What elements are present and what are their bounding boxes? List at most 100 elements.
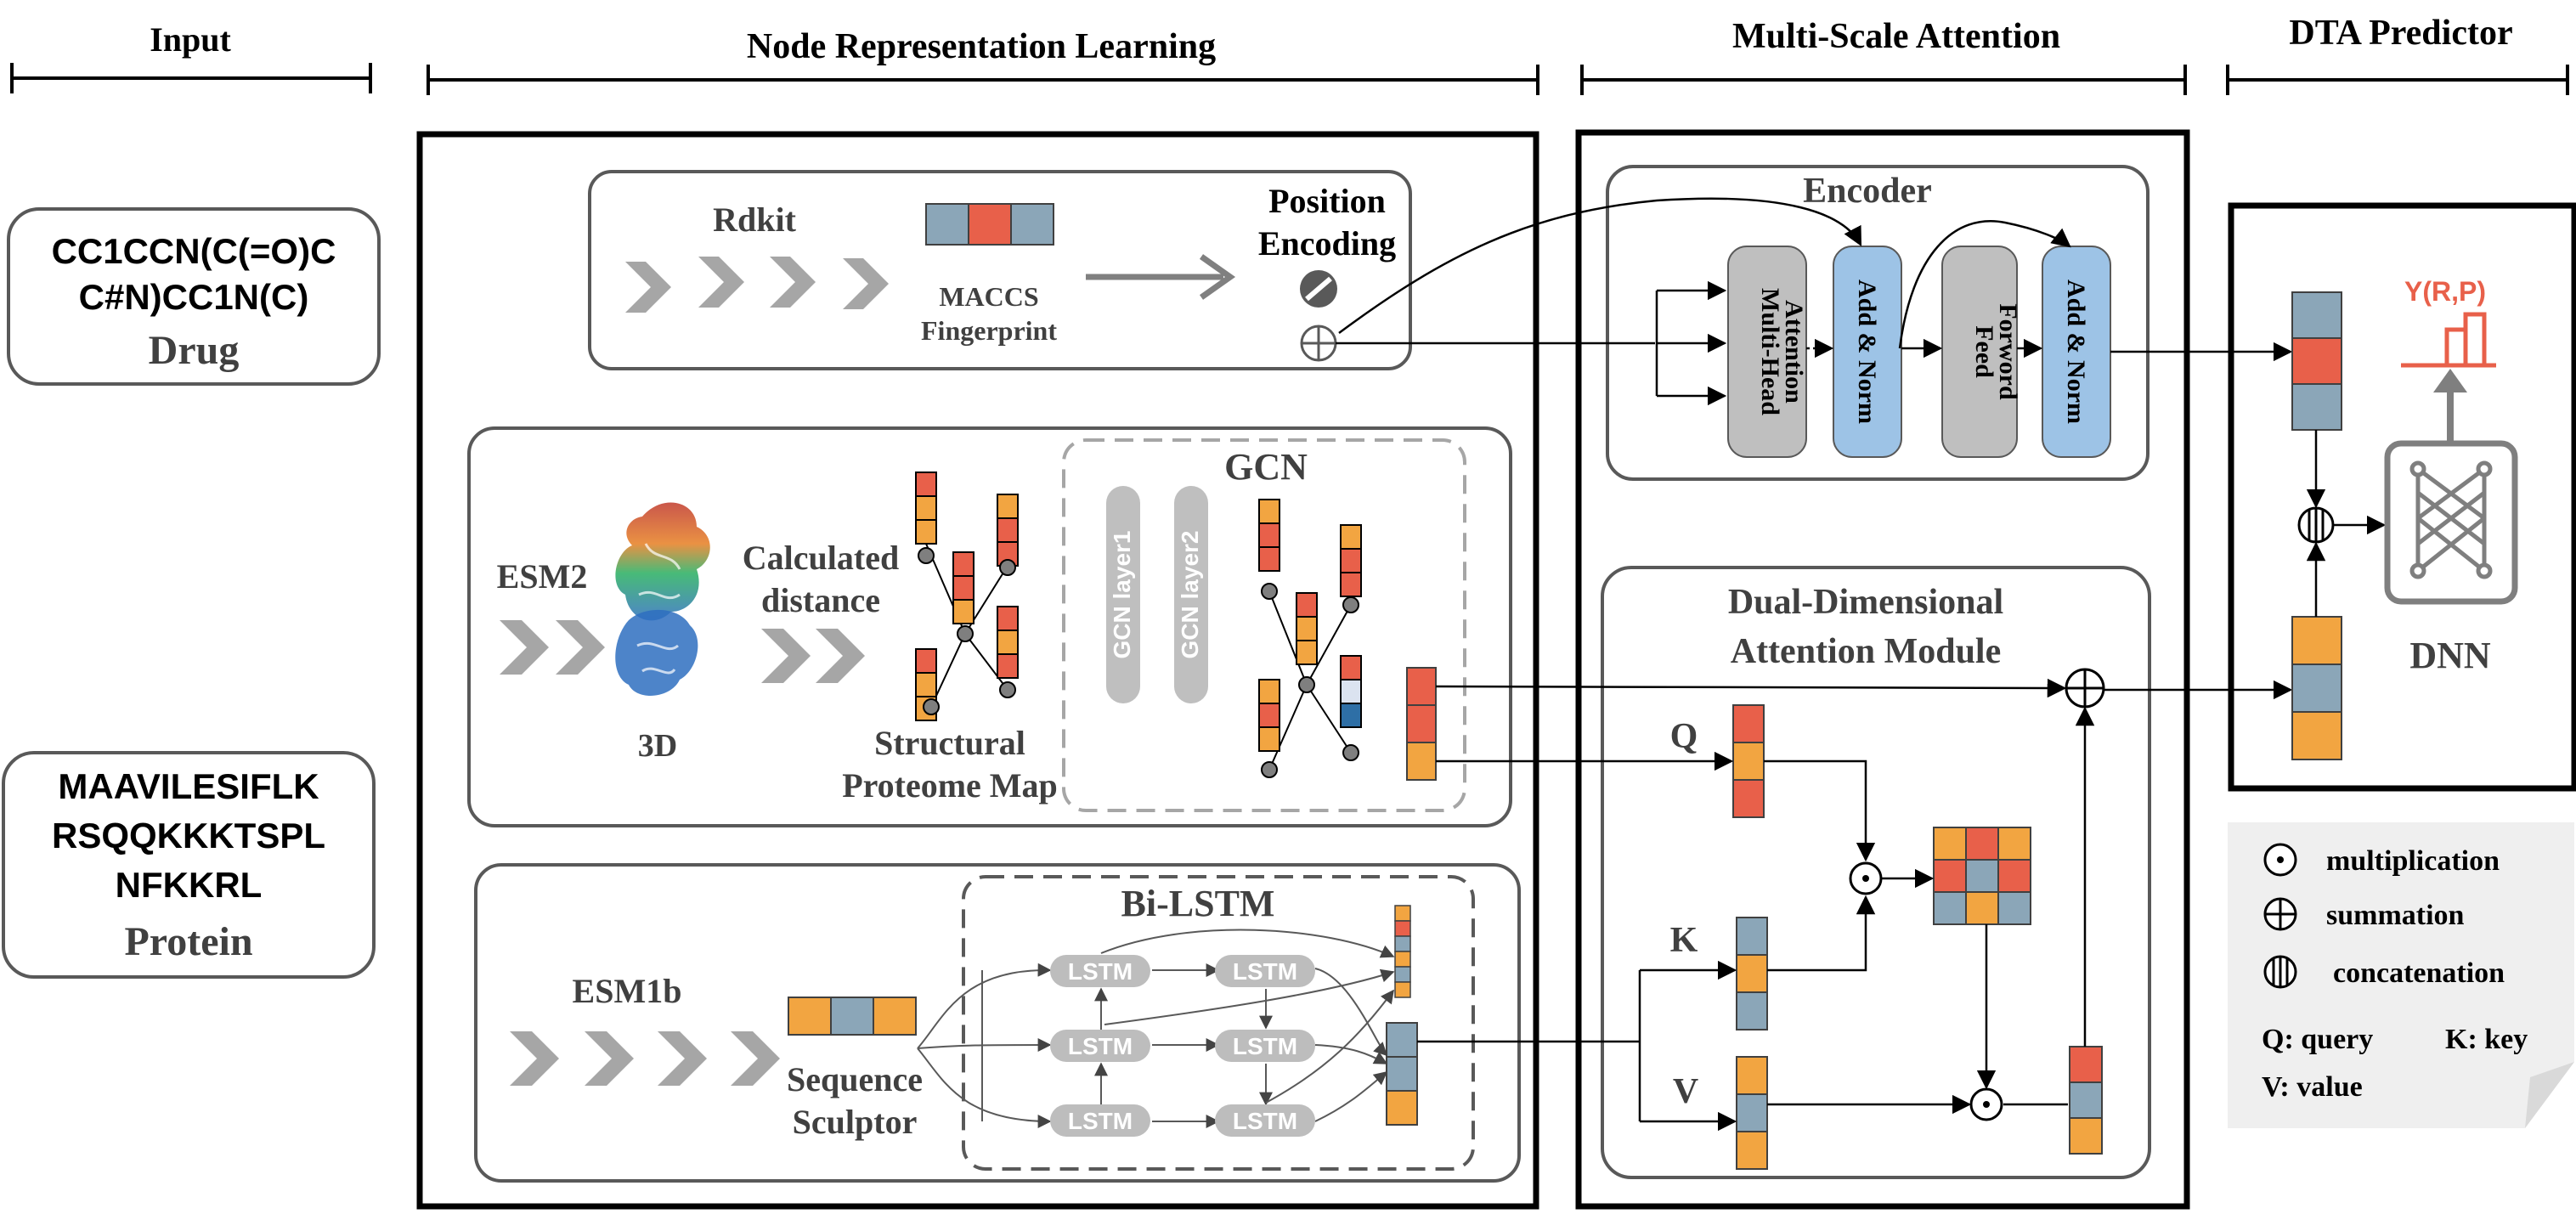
esm1b-chevrons — [510, 1031, 780, 1086]
drug-chevrons — [625, 257, 889, 313]
av-multiplication-icon — [1969, 1087, 2003, 1121]
protein-3d-structure-image — [615, 502, 710, 696]
gcn-layer2-label: GCN layer2 — [1177, 531, 1203, 659]
drug-smiles-line1: CC1CCN(C(=O)C — [52, 231, 336, 271]
gcn-layer1-block: GCN layer1 — [1106, 486, 1140, 703]
key-label: K — [1670, 921, 1698, 960]
gcn-output-vector — [1406, 667, 1437, 781]
structural-proteome-map-line2: Proteome Map — [842, 766, 1058, 805]
lstm-label: LSTM — [1233, 1108, 1297, 1134]
lstm-label: LSTM — [1068, 1033, 1133, 1059]
section-input-title: Input — [150, 20, 231, 59]
esm1b-embedding-vector — [788, 997, 917, 1036]
legend-multiplication: multiplication — [2326, 845, 2500, 877]
lstm-cell-b2: LSTM — [1215, 1030, 1315, 1062]
position-encoding-line2: Encoding — [1258, 224, 1396, 263]
qk-multiplication-icon — [1849, 861, 1883, 895]
protein-seq-line2: RSQQKKKTSPL — [52, 816, 325, 855]
position-encoding-line1: Position — [1268, 182, 1386, 220]
esm2-branch-box: ESM2 3D Calculated distance Structural P… — [467, 426, 1512, 827]
lstm-cell-b1: LSTM — [1215, 955, 1315, 987]
maccs-arrow — [1086, 254, 1236, 300]
feed-forward-line1: Feed — [1970, 325, 1998, 378]
section-dta-title: DTA Predictor — [2289, 14, 2512, 53]
dta-connections — [2306, 430, 2387, 617]
dda-title-line2: Attention Module — [1731, 632, 2002, 671]
output-bar-icon — [2401, 312, 2496, 368]
esm1b-branch-box: ESM1b Sequence Sculptor Bi-LSTM — [474, 863, 1521, 1183]
feed-forward-line2: Forword — [1994, 303, 2022, 400]
lstm-label: LSTM — [1068, 958, 1133, 985]
calculated-distance-line1: Calculated — [743, 539, 899, 577]
esm2-label: ESM2 — [497, 557, 588, 596]
esm2-chevrons — [500, 620, 605, 675]
gcn-layer1-label: GCN layer1 — [1109, 531, 1135, 659]
legend-concatenation-icon — [2263, 955, 2297, 989]
legend-box: multiplication summation concatenation Q… — [2228, 822, 2574, 1128]
attention-output-vector — [2069, 1046, 2103, 1155]
input-range-bar — [10, 63, 372, 93]
protein-input-box: MAAVILESIFLK RSQQKKKTSPL NFKKRL Protein — [2, 751, 376, 979]
msa-panel — [1575, 129, 2190, 1210]
encoder-connections — [1655, 220, 2071, 406]
bilstm-hidden-vector — [1394, 905, 1411, 998]
drug-to-encoder-links — [1336, 197, 2293, 362]
sequence-sculptor-line2: Sculptor — [793, 1103, 918, 1141]
feed-forward-block: Feed Forword — [1941, 246, 2022, 458]
dnn-label: DNN — [2409, 635, 2491, 676]
mha-label-line1: Multi-Head — [1756, 288, 1784, 415]
protein-feature-vector — [2291, 616, 2342, 760]
lstm-cell-b3: LSTM — [1215, 1104, 1315, 1137]
drug-label: Drug — [149, 328, 240, 373]
protein-label: Protein — [124, 919, 252, 964]
gcn-output-graph — [1258, 499, 1362, 778]
esm1b-label: ESM1b — [573, 972, 682, 1010]
lstm-label: LSTM — [1233, 1033, 1297, 1059]
mha-block: Multi-Head Attention — [1727, 246, 1808, 458]
dnn-output-arrow — [2433, 369, 2467, 442]
dda-summation-icon — [2065, 668, 2105, 709]
query-vector — [1732, 704, 1765, 818]
sequence-sculptor-line1: Sequence — [787, 1060, 923, 1098]
dnn-block — [2384, 440, 2518, 605]
drug-summation-icon — [1300, 325, 1337, 362]
msa-range-bar — [1580, 65, 2187, 95]
encoder-box: Encoder Multi-Head Attention Add & Norm … — [1606, 165, 2149, 481]
structure-3d-label: 3D — [638, 728, 677, 764]
legend-multiplication-icon — [2263, 843, 2297, 877]
gcn-title: GCN — [1224, 446, 1308, 488]
dda-connections — [1638, 706, 2095, 1132]
mha-label-line2: Attention — [1780, 300, 1808, 404]
dda-title-line1: Dual-Dimensional — [1728, 583, 2003, 622]
key-vector — [1736, 917, 1768, 1030]
add-norm-label: Add & Norm — [1853, 280, 1881, 424]
attention-matrix — [1933, 827, 2031, 925]
section-node-rep-title: Node Representation Learning — [747, 27, 1216, 66]
legend-key: K: key — [2445, 1024, 2528, 1055]
lstm-cell-f3: LSTM — [1050, 1104, 1150, 1137]
bilstm-output-vector — [1386, 1022, 1418, 1126]
node-rep-range-bar — [427, 65, 1539, 95]
maccs-fingerprint-vector — [925, 203, 1054, 246]
add-norm-block-1: Add & Norm — [1833, 246, 1902, 458]
dnn-network-icon — [2409, 460, 2493, 579]
lstm-label: LSTM — [1233, 958, 1297, 985]
rdkit-label: Rdkit — [713, 200, 796, 239]
dda-module-box: Dual-Dimensional Attention Module Q K V — [1601, 566, 2151, 1179]
add-norm-block-2: Add & Norm — [2042, 246, 2111, 458]
section-msa-title: Multi-Scale Attention — [1732, 17, 2060, 56]
drug-smiles-line2: C#N)CC1N(C) — [79, 277, 309, 317]
value-vector — [1736, 1056, 1768, 1170]
value-label: V — [1673, 1072, 1698, 1111]
protein-seq-line3: NFKKRL — [116, 865, 263, 905]
add-norm-label: Add & Norm — [2062, 280, 2090, 424]
bilstm-dashed-box — [962, 875, 1475, 1171]
calculated-distance-line2: distance — [761, 581, 880, 619]
maccs-label-line2: Fingerprint — [921, 315, 1057, 346]
query-label: Q — [1670, 717, 1698, 756]
position-encoding-icon — [1300, 270, 1337, 308]
drug-branch-box: Rdkit MACCS Fingerprint Position Encodin… — [588, 170, 1412, 370]
concatenation-node-icon — [2297, 506, 2335, 544]
lstm-cell-f1: LSTM — [1050, 955, 1150, 987]
